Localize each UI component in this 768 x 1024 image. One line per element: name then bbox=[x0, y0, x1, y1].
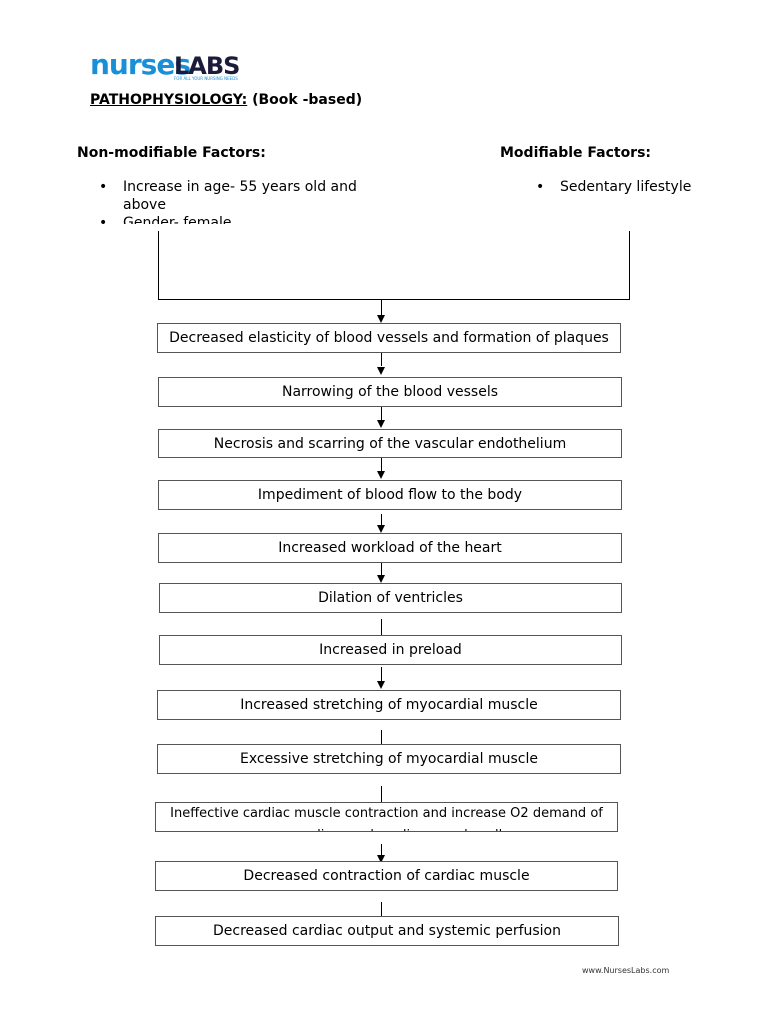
connector-line bbox=[381, 844, 382, 856]
modifiable-list: Sedentary lifestyle bbox=[536, 178, 736, 196]
list-item: Sedentary lifestyle bbox=[536, 178, 736, 196]
footer-url: www.NursesLabs.com bbox=[582, 966, 670, 975]
list-item: Increase in age- 55 years old and above bbox=[99, 178, 369, 214]
flow-step-12: Decreased cardiac output and systemic pe… bbox=[155, 916, 619, 946]
heading-label: PATHOPHYSIOLOGY: bbox=[90, 92, 248, 108]
connector-line bbox=[381, 514, 382, 527]
list-item: Gender- female bbox=[99, 214, 369, 224]
arrow-down-icon bbox=[377, 525, 385, 533]
logo-brand-part2: LABS bbox=[174, 52, 240, 80]
arrow-down-icon bbox=[377, 471, 385, 479]
connector-line bbox=[381, 619, 382, 635]
flow-step-4: Impediment of blood flow to the body bbox=[158, 480, 622, 510]
flow-step-1: Decreased elasticity of blood vessels an… bbox=[157, 323, 621, 353]
logo-tagline: FOR ALL YOUR NURSING NEEDS bbox=[174, 76, 238, 81]
arrow-down-icon bbox=[377, 420, 385, 428]
flow-step-11: Decreased contraction of cardiac muscle bbox=[155, 861, 618, 891]
flow-step-2: Narrowing of the blood vessels bbox=[158, 377, 622, 407]
connector-line bbox=[381, 458, 382, 472]
page-heading: PATHOPHYSIOLOGY: (Book -based) bbox=[90, 92, 362, 108]
non-modifiable-title: Non-modifiable Factors: bbox=[77, 145, 266, 161]
bracket-bottom-line bbox=[158, 299, 630, 300]
connector-line bbox=[381, 300, 382, 316]
connector-line bbox=[381, 786, 382, 803]
arrow-down-icon bbox=[377, 575, 385, 583]
connector-line bbox=[381, 902, 382, 916]
flow-step-5: Increased workload of the heart bbox=[158, 533, 622, 563]
arrow-down-icon bbox=[377, 315, 385, 323]
bracket-right-line bbox=[629, 231, 630, 300]
flow-step-3: Necrosis and scarring of the vascular en… bbox=[158, 429, 622, 458]
arrow-down-icon bbox=[377, 681, 385, 689]
heading-suffix: (Book -based) bbox=[247, 92, 363, 108]
flow-step-7: Increased in preload bbox=[159, 635, 622, 665]
logo-brand-part1: nurses bbox=[90, 48, 191, 81]
connector-line bbox=[381, 407, 382, 420]
flow-step-6: Dilation of ventricles bbox=[159, 583, 622, 613]
flow-step-8: Increased stretching of myocardial muscl… bbox=[157, 690, 621, 720]
flow-step-9: Excessive stretching of myocardial muscl… bbox=[157, 744, 621, 774]
connector-line bbox=[381, 730, 382, 744]
connector-line bbox=[381, 563, 382, 575]
connector-line bbox=[381, 667, 382, 681]
non-modifiable-list: Increase in age- 55 years old and above … bbox=[99, 178, 369, 224]
modifiable-title: Modifiable Factors: bbox=[500, 145, 652, 161]
arrow-down-icon bbox=[377, 367, 385, 375]
arrow-down-icon bbox=[377, 855, 385, 863]
nurseslabs-logo: nurses LABS FOR ALL YOUR NURSING NEEDS bbox=[90, 48, 240, 84]
connector-line bbox=[381, 353, 382, 366]
flow-step-10: Ineffective cardiac muscle contraction a… bbox=[155, 802, 618, 832]
bracket-left-line bbox=[158, 231, 159, 300]
